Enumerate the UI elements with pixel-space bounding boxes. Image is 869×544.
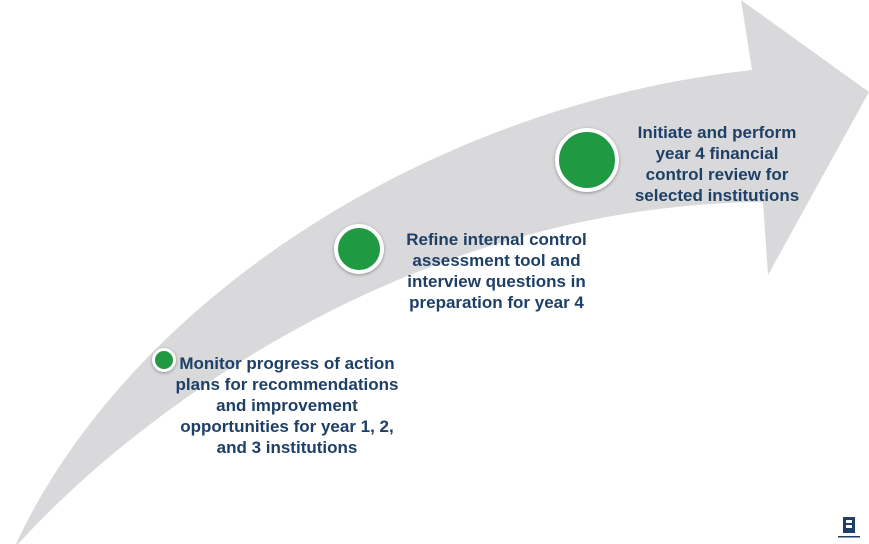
step-3-marker [555,128,619,192]
step-1-marker [152,348,176,372]
step-2-text: Refine internal control assessment tool … [406,230,587,312]
step-1-text: Monitor progress of action plans for rec… [175,354,399,457]
university-logo [838,517,860,538]
step-2-marker [334,224,384,274]
step-3-text: Initiate and perform year 4 financial co… [634,123,800,205]
timeline-arrow-shape [16,0,869,544]
